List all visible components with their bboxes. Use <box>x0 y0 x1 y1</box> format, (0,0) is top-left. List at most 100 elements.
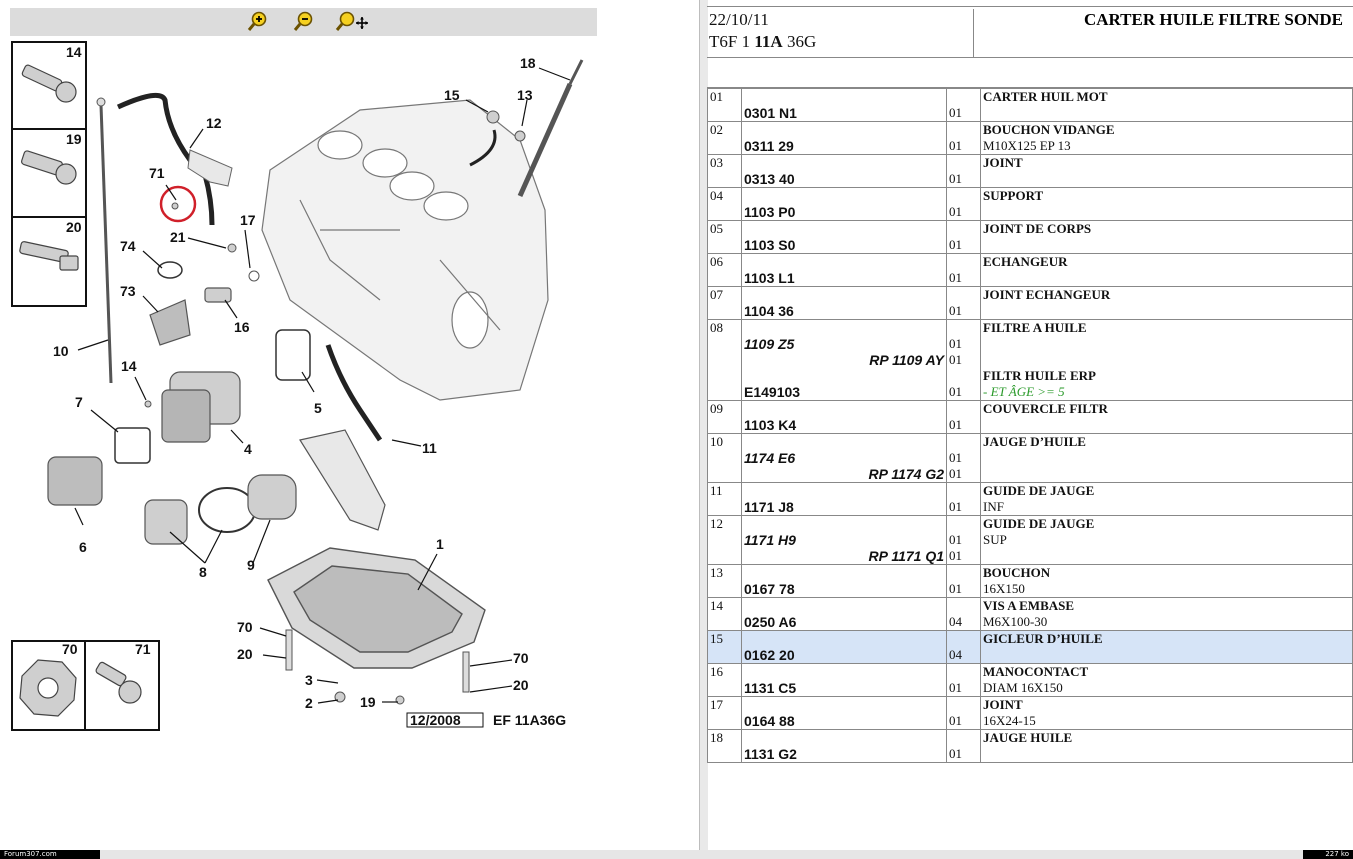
part-reference: 1104 36 <box>741 286 947 320</box>
callout-6: 6 <box>79 539 87 555</box>
item-number: 16 <box>707 663 742 697</box>
item-number: 01 <box>707 88 742 122</box>
blank-line <box>949 254 978 270</box>
status-bar: Forum307.com 227 ko <box>0 850 1353 859</box>
blank-line <box>983 105 1350 121</box>
blank-line <box>744 565 944 581</box>
parts-list-panel: 22/10/11 T6F 1 11A 36G CARTER HUILE FILT… <box>707 0 1353 850</box>
qty-main: 01 <box>949 384 962 399</box>
item-number: 02 <box>707 121 742 155</box>
qty-rp: 01 <box>949 352 962 367</box>
blank-line <box>983 548 1350 564</box>
part-description: JAUGE D’HUILE <box>980 433 1353 483</box>
part-reference: 1131 G2 <box>741 729 947 763</box>
description-title: VIS A EMBASE <box>983 598 1075 613</box>
panel-splitter[interactable] <box>699 0 708 850</box>
description-title: JOINT DE CORPS <box>983 221 1092 236</box>
callout-74: 74 <box>120 238 136 254</box>
qty-rp: 01 <box>949 548 962 563</box>
quantity: 01 <box>946 564 981 598</box>
header-model: T6F 1 11A 36G <box>709 32 817 51</box>
blank-line <box>949 188 978 204</box>
zoom-out-icon[interactable] <box>292 10 316 34</box>
quantity: 01 <box>946 286 981 320</box>
callout-8: 8 <box>199 564 207 580</box>
part-description: FILTRE A HUILE FILTR HUILE ERP- ET ÂGE >… <box>980 319 1353 401</box>
blank-line <box>949 221 978 237</box>
zoom-in-icon[interactable] <box>246 10 270 34</box>
blank-line <box>949 565 978 581</box>
callout-3: 3 <box>305 672 313 688</box>
status-size: 227 ko <box>1303 850 1353 859</box>
part-description: JOINT ECHANGEUR <box>980 286 1353 320</box>
zoom-pan-icon[interactable] <box>334 10 372 34</box>
item-number: 08 <box>707 319 742 401</box>
main-reference: 1103 P0 <box>744 204 796 220</box>
blank-line <box>744 516 944 532</box>
blank-line <box>744 368 944 384</box>
qty-main: 04 <box>949 647 962 662</box>
description-title: BOUCHON <box>983 565 1051 580</box>
description-sub: M10X125 EP 13 <box>983 138 1071 153</box>
description-title: GICLEUR D’HUILE <box>983 631 1103 646</box>
part-description: CARTER HUIL MOT <box>980 88 1353 122</box>
description-title: BOUCHON VIDANGE <box>983 122 1115 137</box>
oil-pan <box>267 547 486 669</box>
part-description: SUPPORT <box>980 187 1353 221</box>
part-reference: 0167 78 <box>741 564 947 598</box>
callout-16: 16 <box>234 319 250 335</box>
callout-2: 2 <box>305 695 313 711</box>
rp-reference: RP 1171 Q1 <box>868 548 945 564</box>
main-reference: 0311 29 <box>744 138 794 154</box>
dipstick-assembly <box>96 59 584 442</box>
blank-line <box>744 401 944 417</box>
qty-alt: 01 <box>949 336 962 351</box>
callout-71: 71 <box>149 165 165 181</box>
qty-main: 01 <box>949 499 962 514</box>
item-number: 09 <box>707 400 742 434</box>
callout-19: 19 <box>66 131 82 147</box>
header-title: CARTER HUILE FILTRE SONDE <box>1083 10 1343 29</box>
hardware-parts <box>144 110 526 705</box>
callout-17: 17 <box>240 212 256 228</box>
item-number: 06 <box>707 253 742 287</box>
reference-code: EF 11A36G <box>493 712 566 728</box>
part-reference: 0162 20 <box>741 630 947 664</box>
item-number: 15 <box>707 630 742 664</box>
diagram-panel: 14 19 20 18 15 13 12 71 17 21 74 73 16 1… <box>10 8 597 731</box>
quantity: 01 <box>946 729 981 763</box>
description-title: COUVERCLE FILTR <box>983 401 1108 416</box>
description-title: GUIDE DE JAUGE <box>983 516 1095 531</box>
quantity: 01 <box>946 482 981 516</box>
callout-labels: 14 19 20 18 15 13 12 71 17 21 74 73 16 1… <box>53 44 536 711</box>
blank-line <box>949 401 978 417</box>
callout-14: 14 <box>66 44 82 60</box>
blank-line <box>744 287 944 303</box>
table-row[interactable]: 15 0162 20 04 GICLEUR D’HUILE <box>707 630 1353 664</box>
callout-70c: 70 <box>513 650 529 666</box>
blank-line <box>744 697 944 713</box>
part-reference: 0250 A6 <box>741 597 947 631</box>
